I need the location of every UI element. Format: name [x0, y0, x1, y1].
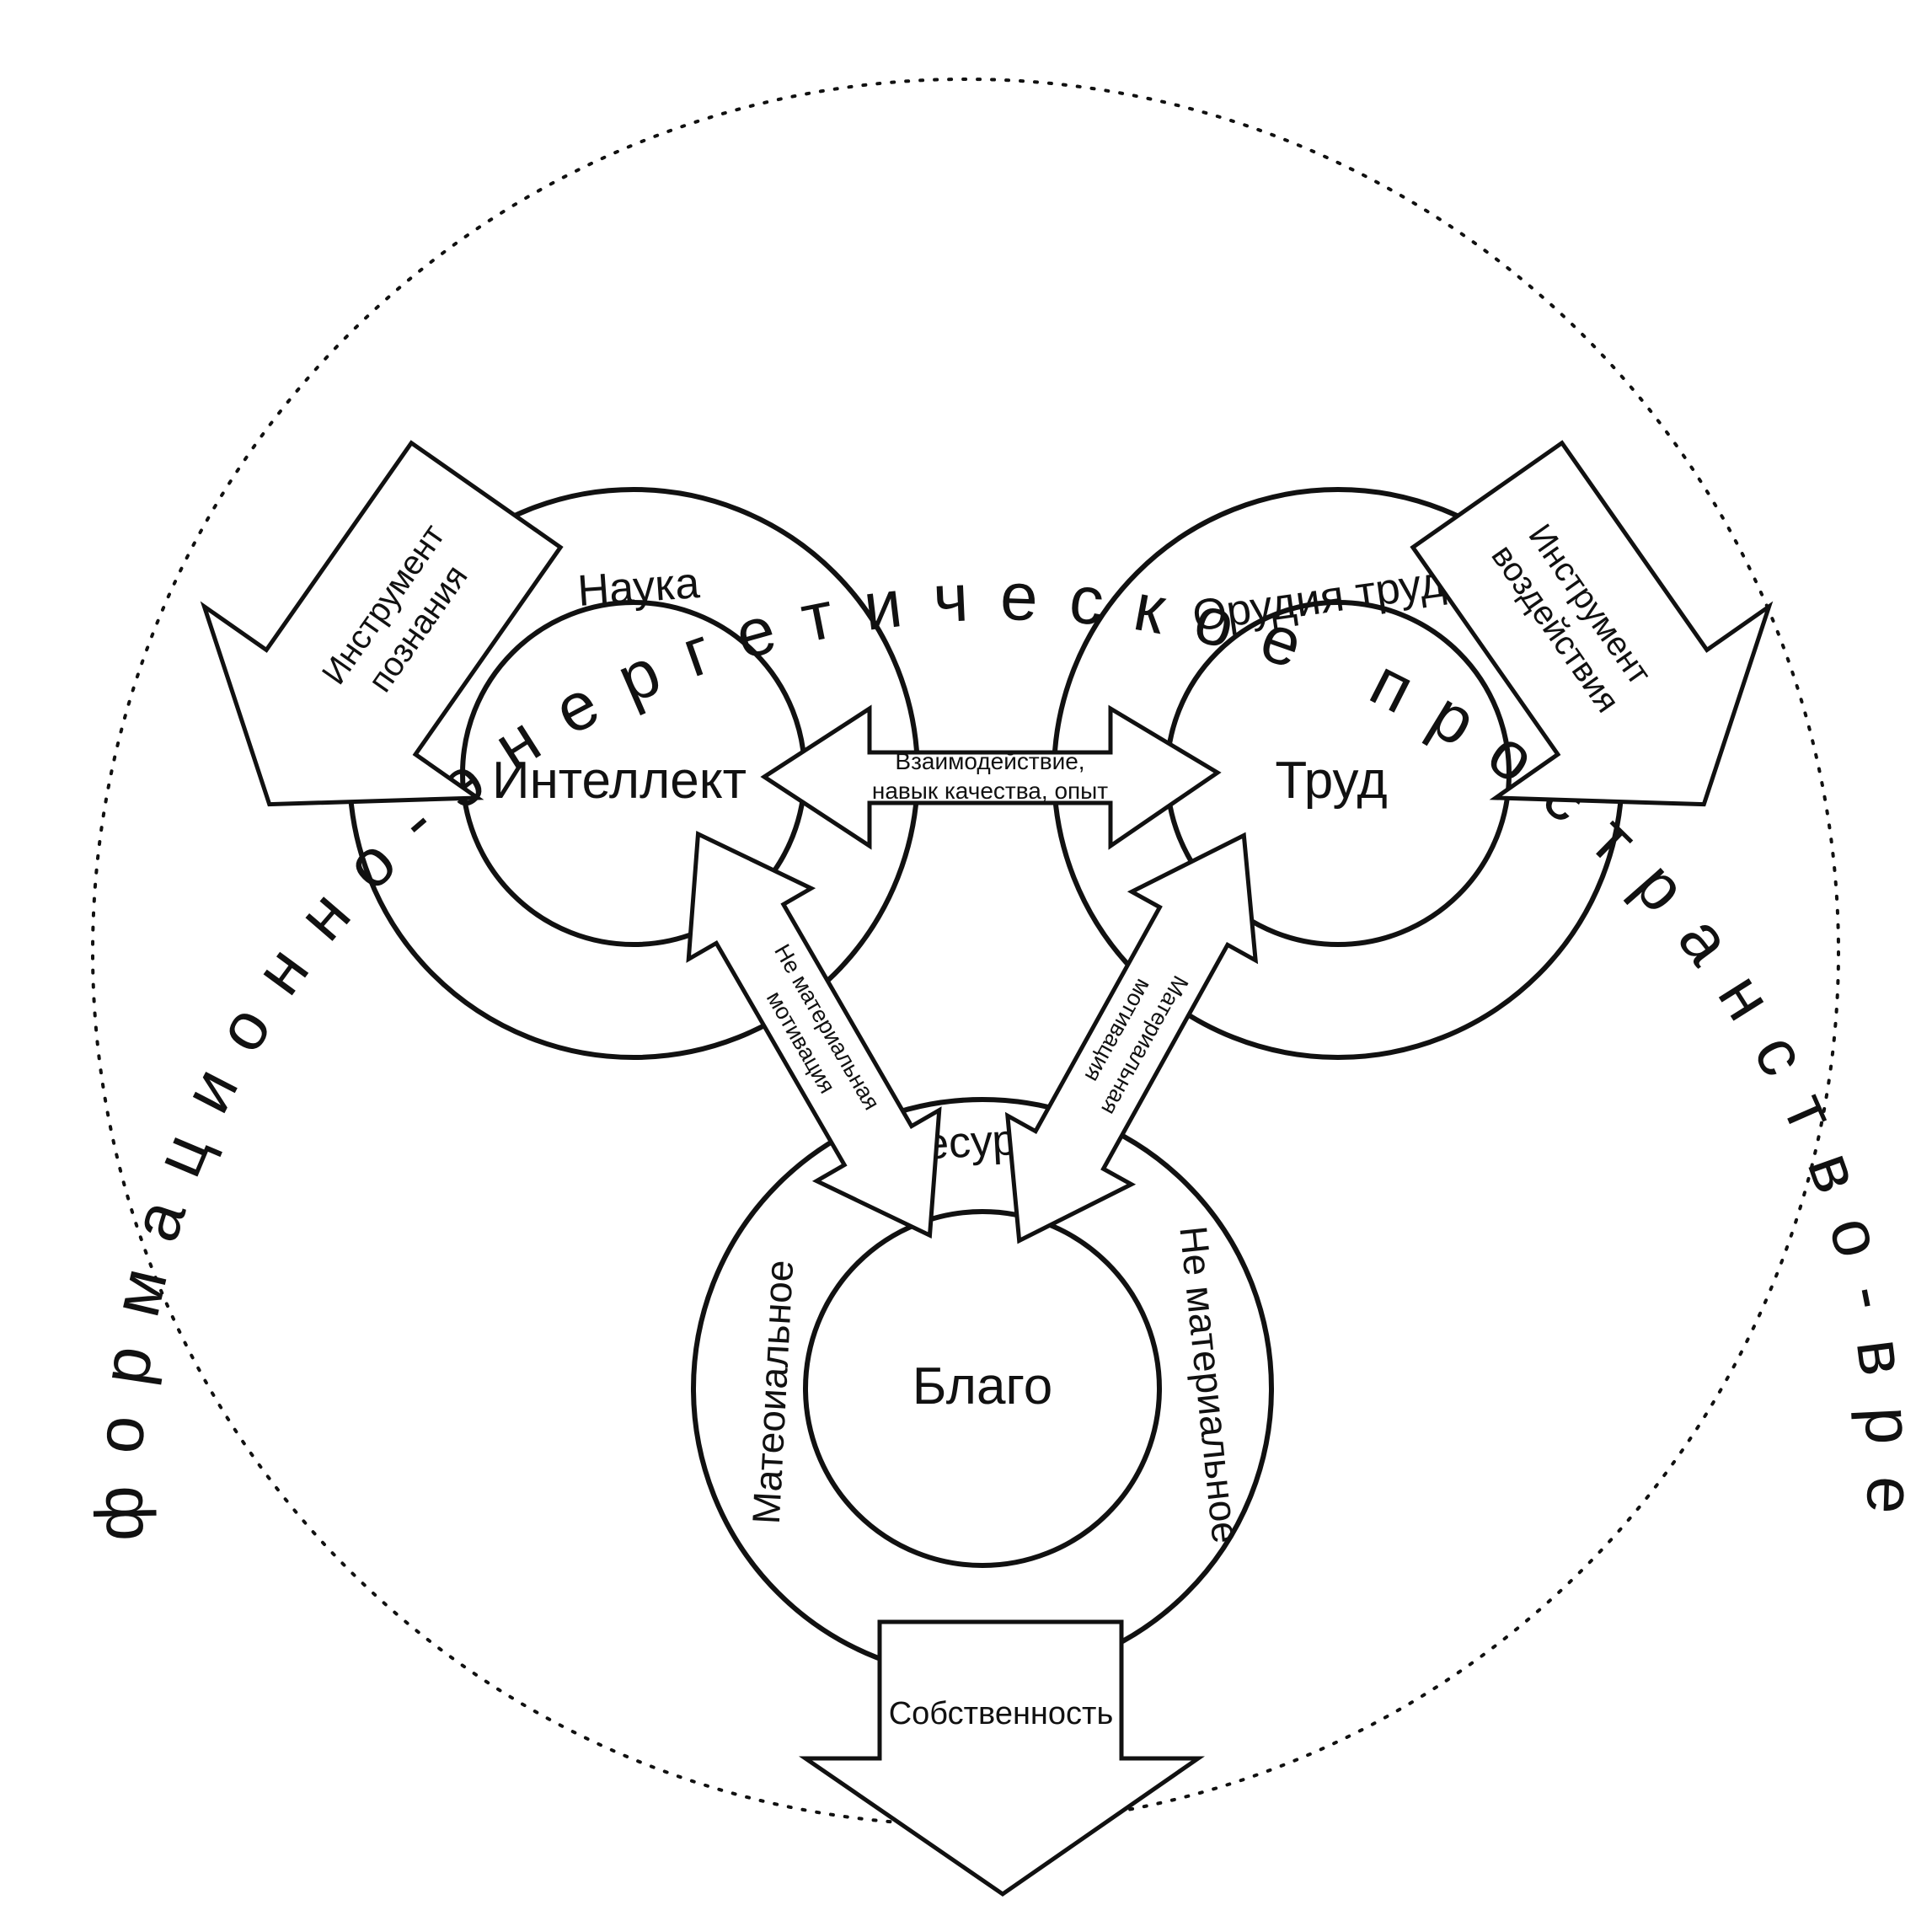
property-arrow-shape [798, 1619, 1205, 1897]
interaction-arrow-line2: навык качества, опыт [872, 778, 1108, 804]
left-motivation-arrow-shape [686, 831, 942, 1239]
impact-arrow-shape [1410, 440, 1774, 807]
good-ring-right-label: Не материальное [1171, 1224, 1248, 1546]
property-arrow: Собственность [798, 1619, 1205, 1897]
knowledge-arrow: Инструмент познания [200, 440, 564, 807]
good-core-label: Благо [912, 1357, 1052, 1415]
interaction-arrow-line1: Взаимодействие, [895, 748, 1084, 774]
labor-core-label: Труд [1275, 752, 1387, 810]
right-motivation-arrow: Материальная мотивация [1004, 832, 1259, 1244]
left-motivation-arrow: Не материальная мотивация [686, 831, 942, 1239]
good-ring-left-label: Матеоиальное [744, 1259, 801, 1525]
node-good: Благо Ресурсы Матеоиальное Не материальн… [691, 1097, 1274, 1680]
good-core-circle [803, 1209, 1162, 1568]
knowledge-arrow-shape [200, 440, 564, 807]
intellect-core-label: Интеллект [492, 752, 747, 810]
interaction-arrow: Взаимодействие, навык качества, опыт [760, 704, 1222, 850]
right-motivation-arrow-shape [1004, 832, 1259, 1244]
property-arrow-label: Собственность [889, 1696, 1114, 1731]
intellect-ring-label: Наука [576, 559, 701, 616]
interaction-arrow-shape [760, 704, 1222, 850]
outer-dotted-circle [91, 78, 1840, 1827]
